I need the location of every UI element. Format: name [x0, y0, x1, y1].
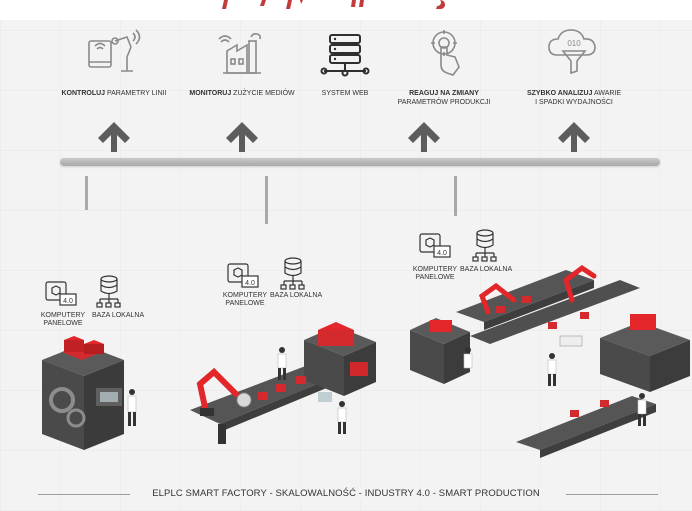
system-text-kontroluj: PARAMETRY LINII	[105, 90, 167, 97]
connector-line-1	[85, 176, 88, 210]
system-item-web: SYSTEM WEB	[290, 27, 400, 98]
station-2-line	[190, 322, 376, 444]
panel-computer-icon: 4.0	[227, 263, 259, 288]
title-band	[0, 0, 692, 20]
up-arrow-icon	[408, 122, 440, 152]
panel-computer-icon: 4.0	[45, 281, 77, 306]
remote-robot-control-icon	[88, 29, 141, 72]
station-1-panel-label: KOMPUTERY PANELOWE	[38, 312, 88, 328]
cropped-title-fragment	[0, 0, 692, 20]
footer-caption-text: ELPLC SMART FACTORY - SKALOWALNOŚĆ - IND…	[146, 488, 546, 499]
station-2-db-label: BAZA LOKALNA	[270, 292, 323, 299]
system-text-monitoruj: ZUŻYCIE MEDIÓW	[231, 90, 295, 97]
system-item-analizuj: 010 SZYBKO ANALIZUJ AWARIE I SPADKI WYDA…	[512, 27, 636, 107]
station-2-panel-line1: KOMPUTERY	[222, 292, 268, 299]
badge-text: 4.0	[437, 250, 447, 257]
footer-rule-right	[566, 494, 658, 495]
system-item-reaguj: REAGUJ NA ZMIANY PARAMETRÓW PRODUKCJI	[382, 27, 506, 107]
connector-line-3	[454, 176, 457, 216]
station-1-panel-line1: KOMPUTERY	[40, 312, 86, 319]
system-bold-analizuj: SZYBKO ANALIZUJ	[526, 90, 593, 97]
system-bold-kontroluj: KONTROLUJ	[61, 90, 106, 97]
station-3-panel-line1: KOMPUTERY	[412, 266, 458, 273]
system-text-analizuj: AWARIE	[592, 90, 622, 97]
factory-wifi-icon	[218, 33, 261, 74]
up-arrow-icon	[98, 122, 130, 152]
cloud-filter-data-icon: 010	[548, 29, 596, 75]
up-arrow-icon	[226, 122, 258, 152]
system-text-reaguj: PARAMETRÓW PRODUKCJI	[397, 99, 491, 106]
station-3-line	[410, 264, 690, 458]
station-3-panel-line2: PANELOWE	[415, 274, 455, 281]
connector-line-2	[265, 176, 268, 224]
station-3-panel-label: KOMPUTERY PANELOWE	[410, 266, 460, 282]
footer-rule-left	[38, 494, 130, 495]
database-icon	[280, 257, 305, 290]
cloud-icon-text: 010	[567, 39, 581, 48]
panel-computer-icon: 4.0	[419, 233, 451, 258]
system-item-monitoruj: MONITORUJ ZUŻYCIE MEDIÓW	[180, 27, 304, 98]
system-item-kontroluj: KONTROLUJ PARAMETRY LINII	[52, 27, 176, 98]
badge-text: 4.0	[245, 280, 255, 287]
station-1-panel-line2: PANELOWE	[43, 320, 83, 327]
database-icon	[472, 229, 497, 262]
touch-gear-icon	[431, 30, 460, 76]
station-2-panel-line2: PANELOWE	[225, 300, 265, 307]
system-bold-reaguj: REAGUJ NA ZMIANY	[409, 90, 479, 97]
title-descenders	[222, 0, 446, 9]
data-bus	[60, 158, 660, 166]
system-bold-monitoruj: MONITORUJ	[189, 90, 232, 97]
footer-caption: ELPLC SMART FACTORY - SKALOWALNOŚĆ - IND…	[0, 488, 692, 499]
badge-text: 4.0	[63, 298, 73, 305]
station-3-db-label: BAZA LOKALNA	[460, 266, 513, 273]
station-1-db-label: BAZA LOKALNA	[92, 312, 145, 319]
up-arrow-icon	[558, 122, 590, 152]
station-1-machine	[42, 336, 137, 450]
system-text-web: SYSTEM WEB	[321, 90, 369, 97]
database-icon	[96, 275, 121, 308]
station-2-panel-label: KOMPUTERY PANELOWE	[220, 292, 270, 308]
system-text-analizuj-line2: I SPADKI WYDAJNOŚCI	[535, 99, 613, 106]
server-network-icon	[320, 34, 370, 77]
